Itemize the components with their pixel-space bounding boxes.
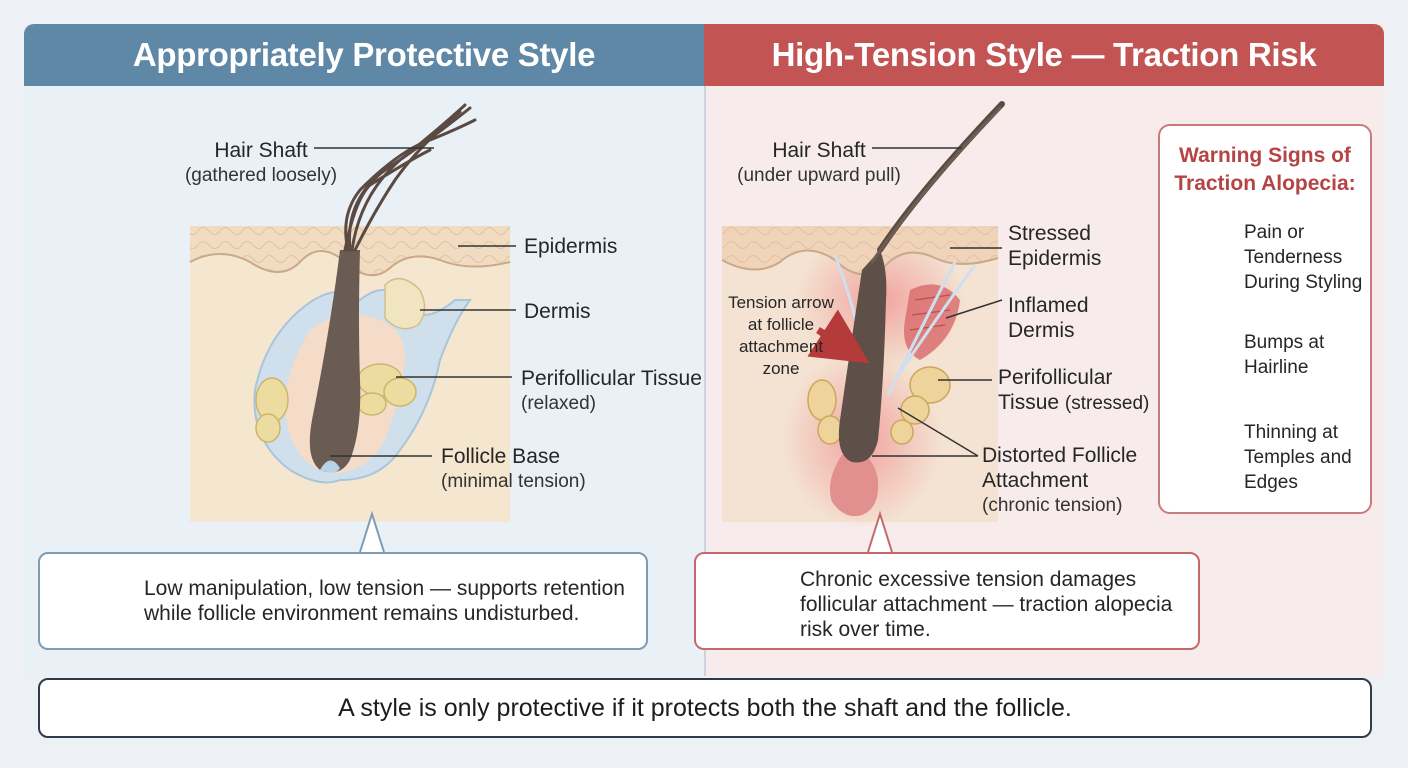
left-label-dermis: Dermis bbox=[524, 299, 591, 324]
left-label-hair-shaft: Hair Shaft (gathered loosely) bbox=[176, 138, 346, 188]
left-callout-box: Low manipulation, low tension — supports… bbox=[38, 552, 648, 650]
left-follicle-base-subtext: (minimal tension) bbox=[441, 469, 586, 494]
summary-footer: A style is only protective if it protect… bbox=[38, 678, 1372, 738]
right-hair-shaft-subtext: (under upward pull) bbox=[724, 163, 914, 188]
left-follicle-base-text: Follicle Base bbox=[441, 445, 560, 468]
left-perifollicular-subtext: (relaxed) bbox=[521, 391, 702, 416]
left-hair-shaft-subtext: (gathered loosely) bbox=[176, 163, 346, 188]
left-label-epidermis: Epidermis bbox=[524, 234, 617, 259]
right-hair-shaft-text: Hair Shaft bbox=[772, 139, 865, 162]
left-label-follicle-base: Follicle Base (minimal tension) bbox=[441, 444, 586, 494]
right-perifollicular-line1: Perifollicular bbox=[998, 365, 1149, 390]
right-label-perifollicular: Perifollicular Tissue (stressed) bbox=[998, 365, 1149, 416]
right-epidermis-line1: Stressed bbox=[1008, 221, 1101, 246]
warning-item-thinning: Thinning at Temples and Edges bbox=[1244, 420, 1368, 495]
right-perifollicular-subtext: (stressed) bbox=[1065, 393, 1149, 414]
left-callout-text: Low manipulation, low tension — supports… bbox=[144, 576, 644, 626]
right-follicle-line2: Attachment bbox=[982, 468, 1137, 493]
warning-signs-box: Warning Signs of Traction Alopecia: Pain… bbox=[1158, 124, 1372, 514]
right-label-hair-shaft: Hair Shaft (under upward pull) bbox=[724, 138, 914, 188]
left-hair-shaft-text: Hair Shaft bbox=[214, 139, 307, 162]
right-label-dermis: Inflamed Dermis bbox=[1008, 293, 1089, 343]
warning-signs-title: Warning Signs of Traction Alopecia: bbox=[1160, 142, 1370, 198]
right-callout-box: Chronic excessive tension damages follic… bbox=[694, 552, 1200, 650]
left-label-perifollicular: Perifollicular Tissue (relaxed) bbox=[521, 366, 702, 416]
right-follicle-subtext: (chronic tension) bbox=[982, 493, 1137, 518]
warning-item-pain: Pain or Tenderness During Styling bbox=[1244, 220, 1368, 295]
warning-item-bumps: Bumps at Hairline bbox=[1244, 330, 1368, 380]
right-dermis-line2: Dermis bbox=[1008, 318, 1089, 343]
right-perifollicular-line2: Tissue bbox=[998, 391, 1059, 414]
right-callout-text: Chronic excessive tension damages follic… bbox=[800, 567, 1190, 642]
right-follicle-line1: Distorted Follicle bbox=[982, 443, 1137, 468]
right-label-epidermis: Stressed Epidermis bbox=[1008, 221, 1101, 271]
left-perifollicular-text: Perifollicular Tissue bbox=[521, 367, 702, 390]
right-dermis-line1: Inflamed bbox=[1008, 293, 1089, 318]
right-label-follicle-attachment: Distorted Follicle Attachment (chronic t… bbox=[982, 443, 1137, 518]
tension-arrow-label: Tension arrow at follicle attachment zon… bbox=[720, 292, 842, 380]
right-epidermis-line2: Epidermis bbox=[1008, 246, 1101, 271]
